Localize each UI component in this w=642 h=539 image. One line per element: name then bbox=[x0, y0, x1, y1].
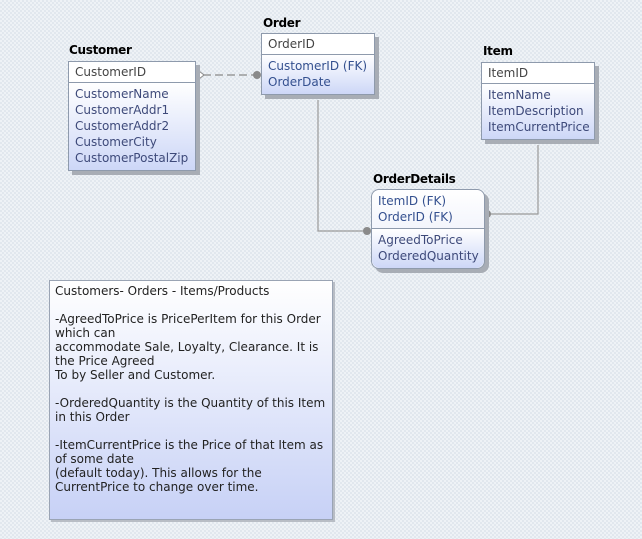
diagram-note[interactable]: Customers- Orders - Items/Products -Agre… bbox=[49, 280, 333, 520]
orderdetails-key-field[interactable]: OrderID (FK) bbox=[378, 210, 453, 224]
item-orderdetails-relationship[interactable] bbox=[487, 145, 539, 215]
order-key-section: OrderID bbox=[262, 34, 374, 55]
note-line: of some date bbox=[55, 452, 134, 466]
note-line: To by Seller and Customer. bbox=[55, 368, 216, 382]
orderdetails-key-section: ItemID (FK) OrderID (FK) bbox=[372, 190, 484, 229]
customer-attribute[interactable]: CustomerName bbox=[75, 87, 169, 101]
order-entity[interactable]: OrderID CustomerID (FK) OrderDate bbox=[261, 33, 375, 95]
orderdetails-attributes-section: AgreedToPrice OrderedQuantity bbox=[372, 229, 484, 268]
customer-attribute[interactable]: CustomerAddr1 bbox=[75, 103, 170, 117]
customer-order-endpoint-icon bbox=[253, 71, 261, 79]
customer-key-field[interactable]: CustomerID bbox=[75, 65, 147, 79]
item-attribute[interactable]: ItemName bbox=[488, 88, 551, 102]
note-paragraph: -ItemCurrentPrice is the Price of that I… bbox=[55, 438, 327, 494]
note-line: -AgreedToPrice is PricePerItem for this … bbox=[55, 312, 321, 326]
note-line: Customers- Orders - Items/Products bbox=[55, 284, 270, 298]
note-line: in this Order bbox=[55, 410, 130, 424]
customer-attribute[interactable]: CustomerAddr2 bbox=[75, 119, 170, 133]
customer-attributes-section: CustomerName CustomerAddr1 CustomerAddr2… bbox=[69, 83, 195, 170]
note-paragraph: Customers- Orders - Items/Products bbox=[55, 284, 327, 298]
orderdetails-entity-title: OrderDetails bbox=[373, 172, 456, 186]
customer-entity-title: Customer bbox=[69, 43, 132, 57]
note-paragraph: -AgreedToPrice is PricePerItem for this … bbox=[55, 312, 327, 382]
note-line: CurrentPrice to change over time. bbox=[55, 480, 259, 494]
order-orderdetails-endpoint-icon bbox=[363, 227, 371, 235]
item-key-field[interactable]: ItemID bbox=[488, 66, 529, 80]
customer-attribute[interactable]: CustomerCity bbox=[75, 135, 157, 149]
order-orderdetails-relationship[interactable] bbox=[317, 100, 367, 232]
order-entity-title: Order bbox=[263, 16, 301, 30]
order-key-field[interactable]: OrderID bbox=[268, 37, 315, 51]
customer-entity[interactable]: CustomerID CustomerName CustomerAddr1 Cu… bbox=[68, 61, 196, 171]
item-attributes-section: ItemName ItemDescription ItemCurrentPric… bbox=[482, 84, 594, 139]
order-attribute[interactable]: CustomerID (FK) bbox=[268, 59, 368, 73]
item-entity[interactable]: ItemID ItemName ItemDescription ItemCurr… bbox=[481, 62, 595, 140]
customer-key-section: CustomerID bbox=[69, 62, 195, 83]
item-attribute[interactable]: ItemDescription bbox=[488, 104, 584, 118]
orderdetails-entity[interactable]: ItemID (FK) OrderID (FK) AgreedToPrice O… bbox=[371, 189, 485, 269]
item-orderdetails-endpoint-icon bbox=[483, 210, 491, 218]
item-key-section: ItemID bbox=[482, 63, 594, 84]
note-line: -OrderedQuantity is the Quantity of this… bbox=[55, 396, 326, 410]
order-attribute[interactable]: OrderDate bbox=[268, 75, 331, 89]
orderdetails-key-field[interactable]: ItemID (FK) bbox=[378, 194, 447, 208]
note-line: which can bbox=[55, 326, 116, 340]
order-attributes-section: CustomerID (FK) OrderDate bbox=[262, 55, 374, 94]
note-line: (default today). This allows for the bbox=[55, 466, 262, 480]
note-line: -ItemCurrentPrice is the Price of that I… bbox=[55, 438, 324, 452]
note-line: the Price Agreed bbox=[55, 354, 155, 368]
note-line: accommodate Sale, Loyalty, Clearance. It… bbox=[55, 340, 319, 354]
note-paragraph: -OrderedQuantity is the Quantity of this… bbox=[55, 396, 327, 424]
item-attribute[interactable]: ItemCurrentPrice bbox=[488, 120, 590, 134]
customer-attribute[interactable]: CustomerPostalZip bbox=[75, 151, 189, 165]
orderdetails-attribute[interactable]: AgreedToPrice bbox=[378, 233, 463, 247]
customer-order-diamond-icon bbox=[193, 70, 205, 80]
item-entity-title: Item bbox=[483, 44, 513, 58]
orderdetails-attribute[interactable]: OrderedQuantity bbox=[378, 249, 479, 263]
